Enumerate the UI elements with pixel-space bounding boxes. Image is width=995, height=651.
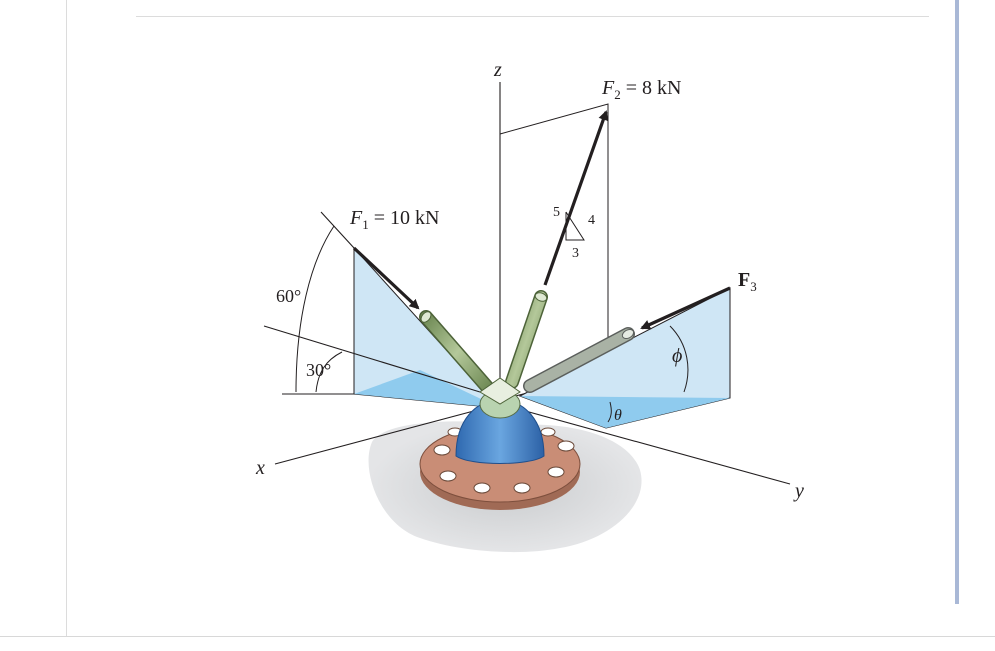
slope-rise: 4 bbox=[588, 213, 595, 228]
bottom-divider bbox=[0, 636, 995, 637]
f1-label: F1 = 10 kN bbox=[349, 207, 439, 232]
f1-arrow bbox=[352, 246, 420, 310]
angle-60-label: 60° bbox=[276, 286, 301, 306]
f3-symbol: F bbox=[738, 269, 750, 291]
f2-label: F2 = 8 kN bbox=[601, 77, 681, 102]
f2-symbol: F bbox=[601, 77, 615, 99]
pin-joint bbox=[479, 377, 521, 405]
support-base bbox=[419, 389, 581, 510]
f2-arrow bbox=[543, 110, 609, 286]
z-axis-label: z bbox=[493, 59, 502, 81]
force-arrows bbox=[352, 110, 731, 330]
f1-subscript: 1 bbox=[362, 217, 369, 232]
plane-f3 bbox=[518, 287, 731, 429]
slope-run: 3 bbox=[572, 246, 579, 261]
angle-marks bbox=[295, 225, 689, 423]
top-divider bbox=[136, 16, 929, 17]
f3-label: F3 bbox=[738, 269, 757, 294]
slope-hyp: 5 bbox=[553, 205, 560, 220]
phi-label: ϕ bbox=[672, 345, 682, 367]
x-axis bbox=[274, 403, 501, 465]
arc-60 bbox=[295, 225, 335, 393]
f3-subscript: 3 bbox=[750, 279, 757, 294]
x-axis-label: x bbox=[255, 457, 265, 479]
y-axis-label: y bbox=[793, 480, 804, 502]
f3-arrow bbox=[640, 286, 731, 330]
arc-phi bbox=[669, 325, 689, 393]
y-axis bbox=[499, 403, 791, 485]
x-projection-ref bbox=[263, 325, 481, 393]
member-2 bbox=[505, 290, 548, 389]
axes bbox=[263, 82, 791, 485]
ref-line-60 bbox=[320, 211, 355, 249]
f1-value: = 10 kN bbox=[369, 207, 440, 229]
arc-30 bbox=[315, 351, 343, 393]
f2-subscript: 2 bbox=[614, 87, 621, 102]
theta-label: θ bbox=[614, 407, 622, 424]
left-divider bbox=[66, 0, 67, 636]
f1-symbol: F bbox=[349, 207, 363, 229]
f2-value: = 8 kN bbox=[621, 77, 682, 99]
member-1 bbox=[419, 310, 495, 395]
slope-triangle bbox=[565, 211, 585, 241]
member-3 bbox=[523, 327, 635, 393]
arc-theta bbox=[607, 401, 612, 423]
right-scroll-edge bbox=[955, 0, 959, 604]
angle-30-label: 30° bbox=[306, 360, 331, 380]
